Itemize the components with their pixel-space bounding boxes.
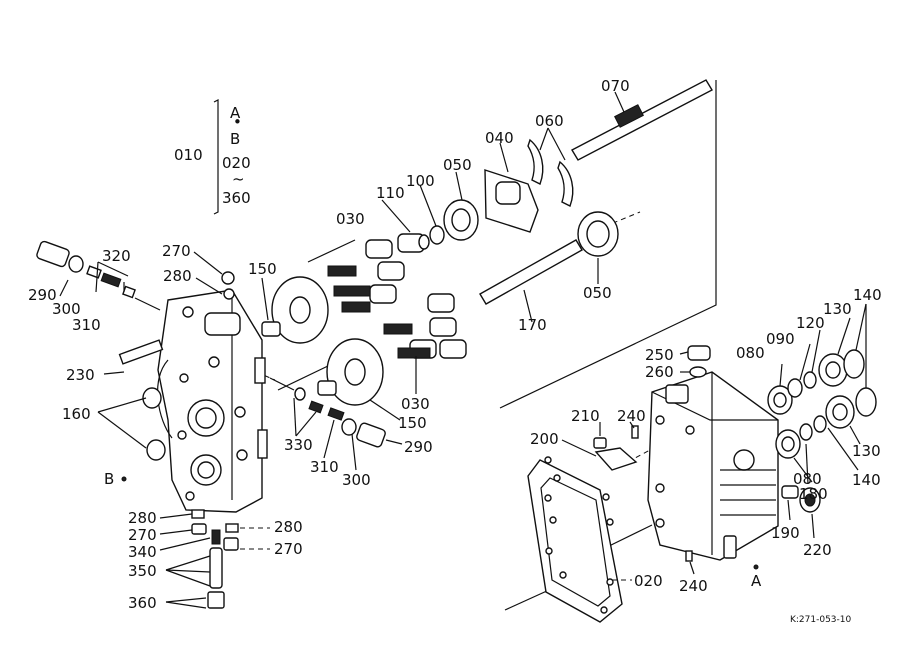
label-050-mid: 050 xyxy=(583,284,612,302)
label-240-top: 240 xyxy=(617,407,646,425)
label-tilde: ~ xyxy=(232,170,245,188)
label-320: 320 xyxy=(102,247,131,265)
label-010: 010 xyxy=(174,146,203,164)
label-200: 200 xyxy=(530,430,559,448)
left-small-parts xyxy=(36,240,386,609)
label-020-bottom: 020 xyxy=(634,572,663,590)
label-180: 180 xyxy=(799,485,828,503)
label-250: 250 xyxy=(645,346,674,364)
label-290-left: 290 xyxy=(28,286,57,304)
label-a-bottom: A xyxy=(751,572,762,590)
label-310-bottom: 310 xyxy=(310,458,339,476)
label-280-top: 280 xyxy=(163,267,192,285)
label-070: 070 xyxy=(601,77,630,95)
label-140-bottom: 140 xyxy=(852,471,881,489)
label-160: 160 xyxy=(62,405,91,423)
label-110: 110 xyxy=(376,184,405,202)
label-280-right: 280 xyxy=(274,518,303,536)
label-b: B xyxy=(230,130,240,148)
label-150-bottom: 150 xyxy=(398,414,427,432)
gasket-020 xyxy=(527,456,623,623)
label-080-top: 080 xyxy=(736,344,765,362)
gear-group-bottom xyxy=(383,293,467,359)
label-090: 090 xyxy=(766,330,795,348)
label-300-left: 300 xyxy=(52,300,81,318)
label-210: 210 xyxy=(571,407,600,425)
label-280-left: 280 xyxy=(128,509,157,527)
label-b-bottom: B xyxy=(104,470,114,488)
label-a: A xyxy=(230,104,241,122)
label-030-bottom: 030 xyxy=(401,395,430,413)
dot: • xyxy=(233,113,242,131)
label-130-top: 130 xyxy=(823,300,852,318)
label-330: 330 xyxy=(284,436,313,454)
pump-section xyxy=(261,79,713,406)
label-020-top: 020 xyxy=(222,154,251,172)
label-270-left: 270 xyxy=(128,526,157,544)
label-270-top: 270 xyxy=(162,242,191,260)
label-100: 100 xyxy=(406,172,435,190)
label-040: 040 xyxy=(485,129,514,147)
label-260: 260 xyxy=(645,363,674,381)
left-valve-body xyxy=(157,289,268,513)
reference-code: K:271-053-10 xyxy=(790,615,852,625)
leader-lines xyxy=(59,91,867,609)
label-060: 060 xyxy=(535,112,564,130)
label-310-left: 310 xyxy=(72,316,101,334)
label-080-bottom: 080 xyxy=(793,470,822,488)
label-220: 220 xyxy=(803,541,832,559)
label-290-bottom: 290 xyxy=(404,438,433,456)
label-340: 340 xyxy=(128,543,157,561)
label-190: 190 xyxy=(771,524,800,542)
gear-group-top xyxy=(327,233,425,313)
label-130-bottom: 130 xyxy=(852,442,881,460)
label-270-right: 270 xyxy=(274,540,303,558)
label-350: 350 xyxy=(128,562,157,580)
label-050-top: 050 xyxy=(443,156,472,174)
label-230: 230 xyxy=(66,366,95,384)
label-360-left: 360 xyxy=(128,594,157,612)
label-360-top: 360 xyxy=(222,189,251,207)
label-170: 170 xyxy=(518,316,547,334)
right-small-parts xyxy=(593,345,877,562)
label-030-top: 030 xyxy=(336,210,365,228)
part-labels: A • B 010 020 ~ 360 030 110 100 050 040 … xyxy=(28,77,882,625)
label-140-top: 140 xyxy=(853,286,882,304)
label-300-bottom: 300 xyxy=(342,471,371,489)
label-240-bottom: 240 xyxy=(679,577,708,595)
label-120: 120 xyxy=(796,314,825,332)
right-valve-body xyxy=(647,371,779,561)
label-150-top: 150 xyxy=(248,260,277,278)
